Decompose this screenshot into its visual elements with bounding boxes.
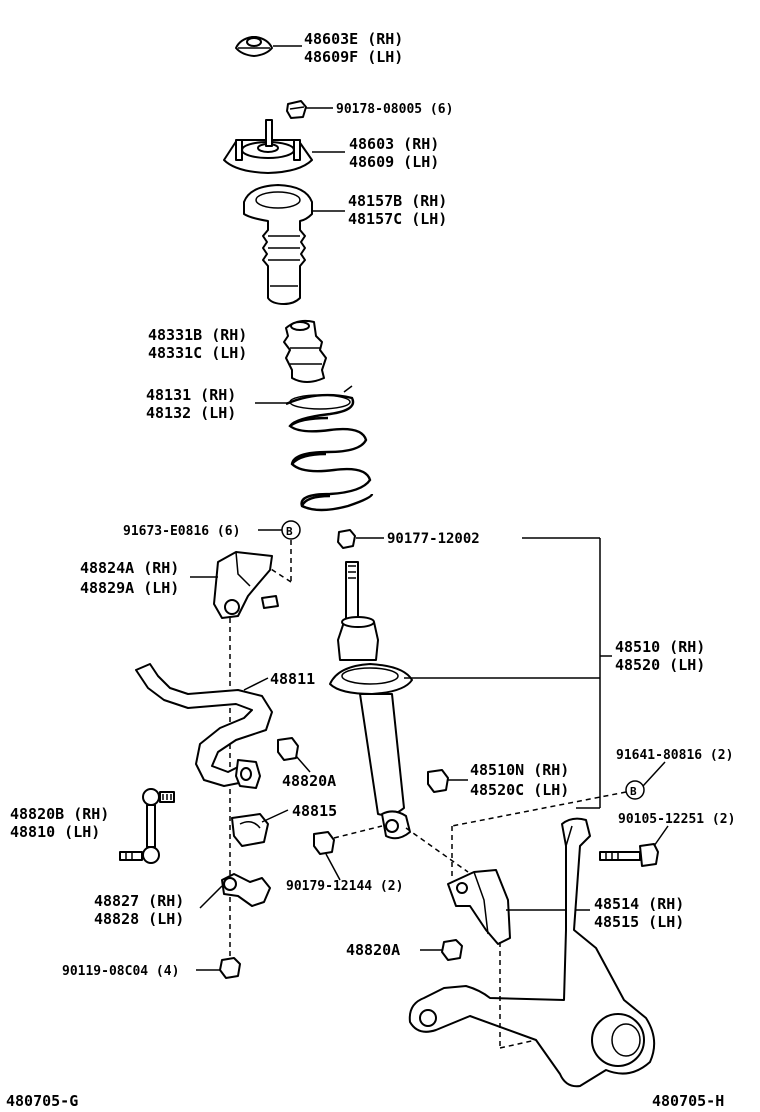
label-coil-spring-lh: 48132 (LH) (146, 404, 236, 422)
bump-stopper-drawing (283, 319, 327, 383)
lower-bolt-drawing (599, 843, 659, 867)
stabilizer-link-drawing (119, 788, 175, 864)
clamp-bolt-drawing (219, 957, 241, 979)
label-stabilizer-bracket-lh: 48829A (LH) (80, 579, 179, 597)
stabilizer-bracket-drawing (213, 551, 279, 619)
label-fork-lh: 48515 (LH) (594, 913, 684, 931)
label-link-nut-upper: 48820A (282, 772, 336, 790)
bar-clamp-drawing (221, 873, 271, 907)
link-nut-upper-drawing (277, 737, 299, 761)
label-lower-bolt-a: 91641-80816 (2) (616, 748, 733, 763)
label-strut-mount-lh: 48609 (LH) (349, 153, 439, 171)
label-lower-bolt-b: 90105-12251 (2) (618, 812, 735, 827)
shock-nut-drawing (427, 769, 449, 793)
label-stabilizer-bar: 48811 (270, 670, 315, 688)
coil-spring-drawing (285, 385, 374, 512)
steering-knuckle-drawing (408, 817, 656, 1088)
label-stabilizer-bracket-rh: 48824A (RH) (80, 559, 179, 577)
label-shock-absorber-lh: 48520 (LH) (615, 656, 705, 674)
support-nut-drawing (286, 100, 307, 119)
piston-nut-drawing (337, 529, 356, 549)
stabilizer-bar-drawing (135, 663, 273, 789)
shock-absorber-drawing (329, 561, 413, 840)
footer-right-code: 480705-H (652, 1092, 724, 1110)
label-shock-absorber-alt-rh: 48510N (RH) (470, 761, 569, 779)
strut-mount-drawing (223, 119, 313, 174)
label-strut-support-cap-lh: 48609F (LH) (304, 48, 403, 66)
lower-nut-drawing (313, 831, 335, 855)
bushing-drawing (231, 813, 269, 847)
label-dust-boot-lh: 48157C (LH) (348, 210, 447, 228)
strut-support-cap-drawing (235, 36, 273, 57)
label-shock-absorber-alt-lh: 48520C (LH) (470, 781, 569, 799)
label-coil-spring-rh: 48131 (RH) (146, 386, 236, 404)
ref-b-upper: B (286, 525, 293, 538)
label-bushing: 48815 (292, 802, 337, 820)
label-link-nut-lower: 48820A (346, 941, 400, 959)
label-strut-support-cap-rh: 48603E (RH) (304, 30, 403, 48)
dust-boot-drawing (243, 184, 313, 305)
label-fork-rh: 48514 (RH) (594, 895, 684, 913)
fork-drawing (447, 869, 511, 945)
label-bump-stopper-lh: 48331C (LH) (148, 344, 247, 362)
label-bar-clamp-rh: 48827 (RH) (94, 892, 184, 910)
link-nut-lower-drawing (441, 939, 463, 961)
label-stabilizer-link-rh: 48820B (RH) (10, 805, 109, 823)
label-shock-absorber-rh: 48510 (RH) (615, 638, 705, 656)
footer-left-code: 480705-G (6, 1092, 78, 1110)
label-support-nut: 90178-08005 (6) (336, 102, 453, 117)
label-bracket-bolt: 91673-E0816 (6) (123, 524, 240, 539)
label-bump-stopper-rh: 48331B (RH) (148, 326, 247, 344)
label-bar-clamp-lh: 48828 (LH) (94, 910, 184, 928)
label-strut-mount-rh: 48603 (RH) (349, 135, 439, 153)
label-clamp-bolt: 90119-08C04 (4) (62, 964, 179, 979)
ref-b-lower: B (630, 785, 637, 798)
label-dust-boot-rh: 48157B (RH) (348, 192, 447, 210)
label-piston-nut: 90177-12002 (387, 531, 480, 547)
label-stabilizer-link-lh: 48810 (LH) (10, 823, 100, 841)
label-lower-nut: 90179-12144 (2) (286, 879, 403, 894)
